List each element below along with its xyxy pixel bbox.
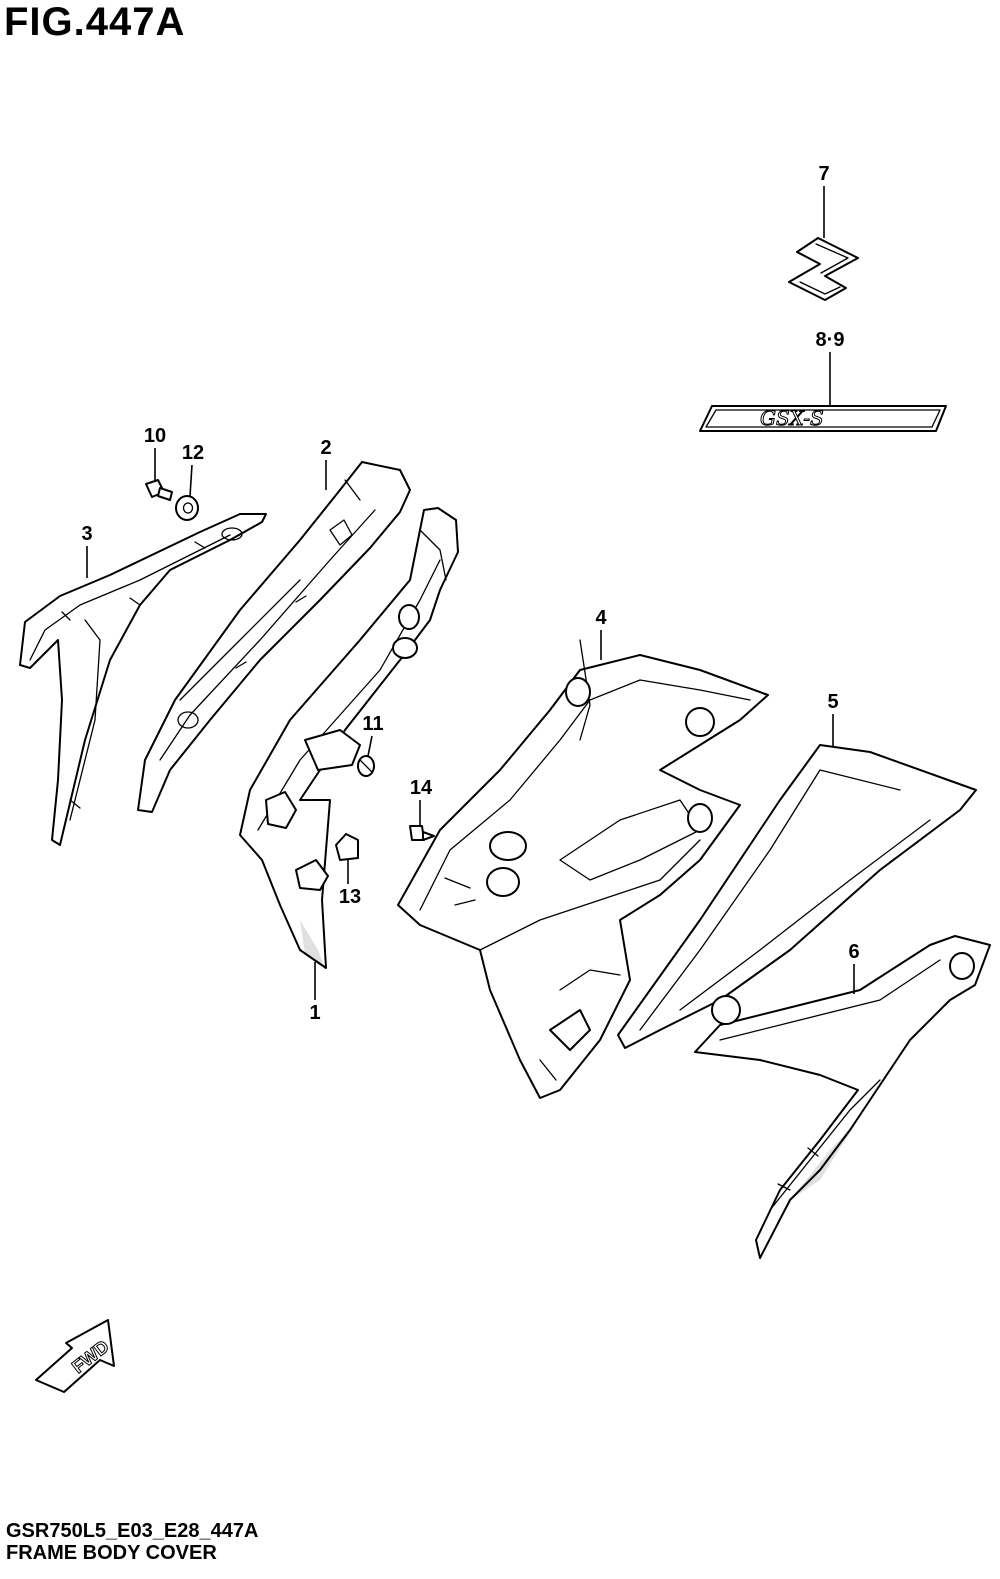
callout-7: 7	[818, 163, 829, 185]
part-13-cushion[interactable]	[335, 833, 359, 861]
part-8-9-gsx-s-badge[interactable]: GSX-S	[699, 405, 947, 432]
part-1-frame-cover[interactable]	[239, 507, 459, 969]
leader-12	[189, 464, 193, 497]
part-4-frame-body-cover[interactable]	[397, 639, 769, 1099]
part-7-suzuki-emblem[interactable]	[788, 237, 859, 301]
callout-6: 6	[848, 941, 859, 963]
callout-2: 2	[320, 437, 331, 459]
callout-3: 3	[81, 523, 92, 545]
callout-4: 4	[595, 607, 607, 629]
part-5-frame-cover-panel[interactable]	[617, 744, 977, 1049]
fwd-direction-arrow: FWD	[35, 1319, 115, 1393]
part-6-frame-cover-lower[interactable]	[694, 935, 991, 1259]
callout-1: 1	[309, 1002, 320, 1024]
part-2-frame-cover[interactable]	[137, 461, 411, 813]
part-3-frame-cover[interactable]	[19, 513, 267, 846]
callout-13: 13	[339, 886, 361, 908]
callout-8-9: 8·9	[816, 329, 845, 351]
figure-title: FIG.447A	[4, 0, 186, 44]
callout-10: 10	[144, 425, 166, 447]
callout-12: 12	[182, 442, 204, 464]
badge-lettering: GSX-S	[760, 406, 824, 430]
callout-labels: 7 8·9 10 12 3 2 4 5 6 11 13 14 1	[81, 163, 859, 1024]
part-11-clip[interactable]	[357, 755, 375, 777]
callout-5: 5	[827, 691, 838, 713]
callout-11: 11	[362, 713, 383, 735]
leader-11	[367, 735, 373, 757]
figure-code: GSR750L5_E03_E28_447A	[6, 1520, 259, 1542]
callout-14: 14	[410, 777, 433, 799]
part-14-screw[interactable]	[409, 825, 435, 841]
part-10-bolt[interactable]	[145, 479, 173, 501]
leader-lines	[86, 186, 855, 1000]
part-12-grommet[interactable]	[175, 495, 199, 521]
figure-name: FRAME BODY COVER	[6, 1542, 217, 1564]
